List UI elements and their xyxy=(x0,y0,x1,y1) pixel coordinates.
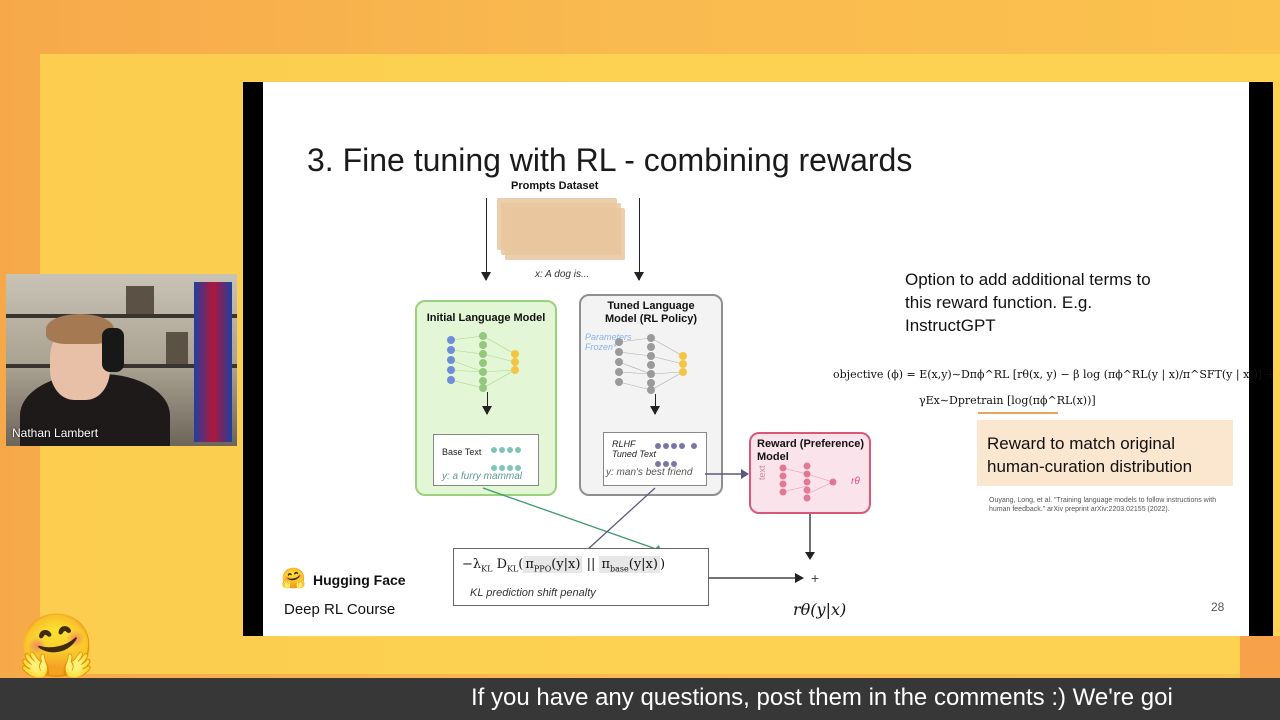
brand-name: Hugging Face xyxy=(313,572,406,588)
comment-ticker: If you have any questions, post them in … xyxy=(0,678,1280,720)
base-text-label: Base Text xyxy=(442,447,482,457)
kl-sub: KL xyxy=(481,564,493,574)
tuned-language-model: Tuned Language Model (RL Policy) Paramet… xyxy=(579,294,723,496)
frozen-note-line1: Parameters xyxy=(585,332,632,342)
token-dots xyxy=(490,441,534,477)
kl-penalty-box: −λKL DKL(πPPO(y|x) || πbase(y|x)) KL pre… xyxy=(453,548,709,606)
arrow-rlhf-to-kl xyxy=(586,487,656,551)
pi-ppo-arg: (y|x) xyxy=(551,557,581,572)
arrow-down xyxy=(482,392,492,415)
option-text: Option to add additional terms to this r… xyxy=(905,270,1151,335)
rlhf-label-line2: Tuned Text xyxy=(612,449,657,459)
citation: Ouyang, Long, et al. "Training language … xyxy=(989,497,1217,513)
hugging-face-logo-icon: 🤗 xyxy=(281,568,306,590)
kl-caption: KL prediction shift penalty xyxy=(470,587,596,599)
reward-model-title-line2: Model xyxy=(757,451,789,463)
pi-ppo: π xyxy=(525,557,534,572)
neural-network-icon xyxy=(447,332,519,392)
reward-model-title-line1: Reward (Preference) xyxy=(757,438,864,450)
ticker-text: If you have any questions, post them in … xyxy=(471,684,1173,711)
kl-open: ( xyxy=(518,557,524,572)
arrow-to-initial-model xyxy=(481,198,491,281)
reward-preference-model: Reward (Preference) Model text rθ xyxy=(749,432,871,514)
frozen-note-line2: Frozen* xyxy=(585,342,617,352)
prompt-example: x: A dog is... xyxy=(535,269,590,280)
hugging-face-emoji-icon: 🤗 xyxy=(18,612,96,681)
arrow-head xyxy=(741,469,749,479)
kl-sep: || xyxy=(582,557,600,572)
shelf-item xyxy=(126,286,154,314)
objective-line1: objective (ϕ) = E(x,y)∼Dπϕ^RL [rθ(x, y) … xyxy=(833,368,1273,381)
kl-d: D xyxy=(492,557,507,572)
tuned-model-title-line1: Tuned Language xyxy=(607,300,695,312)
pi-base-arg: (y|x) xyxy=(628,557,658,572)
frozen-note: Parameters Frozen* xyxy=(585,332,632,352)
prompts-dataset-stack xyxy=(497,198,625,260)
slide-letterbox-left xyxy=(243,82,263,636)
pi-base-sub: base xyxy=(610,564,629,574)
rlhf-text-output: RLHF Tuned Text y: man's best friend xyxy=(603,432,707,486)
reward-output-label: rθ(y|x) xyxy=(793,600,847,619)
presentation-slide: 3. Fine tuning with RL - combining rewar… xyxy=(243,82,1273,636)
reward-output-symbol: rθ xyxy=(851,476,860,487)
base-text-output: Base Text y: a furry mammal xyxy=(433,434,539,486)
base-text-example: y: a furry mammal xyxy=(442,471,523,482)
prompts-dataset-label: Prompts Dataset xyxy=(511,180,599,192)
kl-d-sub: KL xyxy=(507,564,519,574)
slide-title: 3. Fine tuning with RL - combining rewar… xyxy=(307,142,913,178)
scarf-decoration xyxy=(194,282,232,442)
course-name: Deep RL Course xyxy=(284,601,396,618)
rlhf-label-line1: RLHF xyxy=(612,439,636,449)
tuned-model-title-line2: Model (RL Policy) xyxy=(604,313,698,325)
token-dots xyxy=(654,437,704,473)
kl-pi-base-term: πbase(y|x) xyxy=(599,556,660,574)
diagram-connectors xyxy=(482,469,815,583)
pi-base: π xyxy=(601,557,611,572)
neural-network-icon xyxy=(615,334,687,394)
shelf-item xyxy=(166,332,188,364)
headphones xyxy=(102,328,124,372)
initial-model-title: Initial Language Model xyxy=(426,312,546,324)
sum-node: + xyxy=(811,570,820,586)
rlhf-text-example: y: man's best friend xyxy=(606,467,693,478)
reward-callout: Reward to match original human-curation … xyxy=(977,420,1233,486)
arrow-head xyxy=(805,552,815,560)
slide-letterbox-right xyxy=(1249,82,1273,636)
prompt-card xyxy=(497,198,617,250)
speaker-name-tag: Nathan Lambert xyxy=(12,426,99,440)
initial-language-model: Initial Language Model Base Text xyxy=(415,300,557,496)
neural-network-icon xyxy=(779,462,837,502)
arrow-head xyxy=(795,573,804,583)
slide-page-number: 28 xyxy=(1211,600,1225,614)
objective-line2: γEx∼Dpretrain [log(πϕ^RL(x))] xyxy=(919,394,1096,407)
shelf xyxy=(6,314,237,318)
instructgpt-objective: objective (ϕ) = E(x,y)∼Dπϕ^RL [rθ(x, y) … xyxy=(833,362,1273,414)
kl-lambda: −λ xyxy=(462,557,482,572)
kl-formula: −λKL DKL(πPPO(y|x) || πbase(y|x)) xyxy=(462,556,666,574)
highlight-underline xyxy=(978,412,1058,414)
stream-corner-strip xyxy=(1240,636,1280,678)
arrow-down xyxy=(650,394,660,415)
kl-pi-ppo-term: πPPO(y|x) xyxy=(523,556,583,574)
pi-ppo-sub: PPO xyxy=(533,564,552,574)
arrow-base-to-kl xyxy=(482,487,660,551)
kl-close: ) xyxy=(659,557,666,572)
arrow-to-tuned-model xyxy=(634,198,644,281)
speaker-webcam xyxy=(6,274,237,446)
